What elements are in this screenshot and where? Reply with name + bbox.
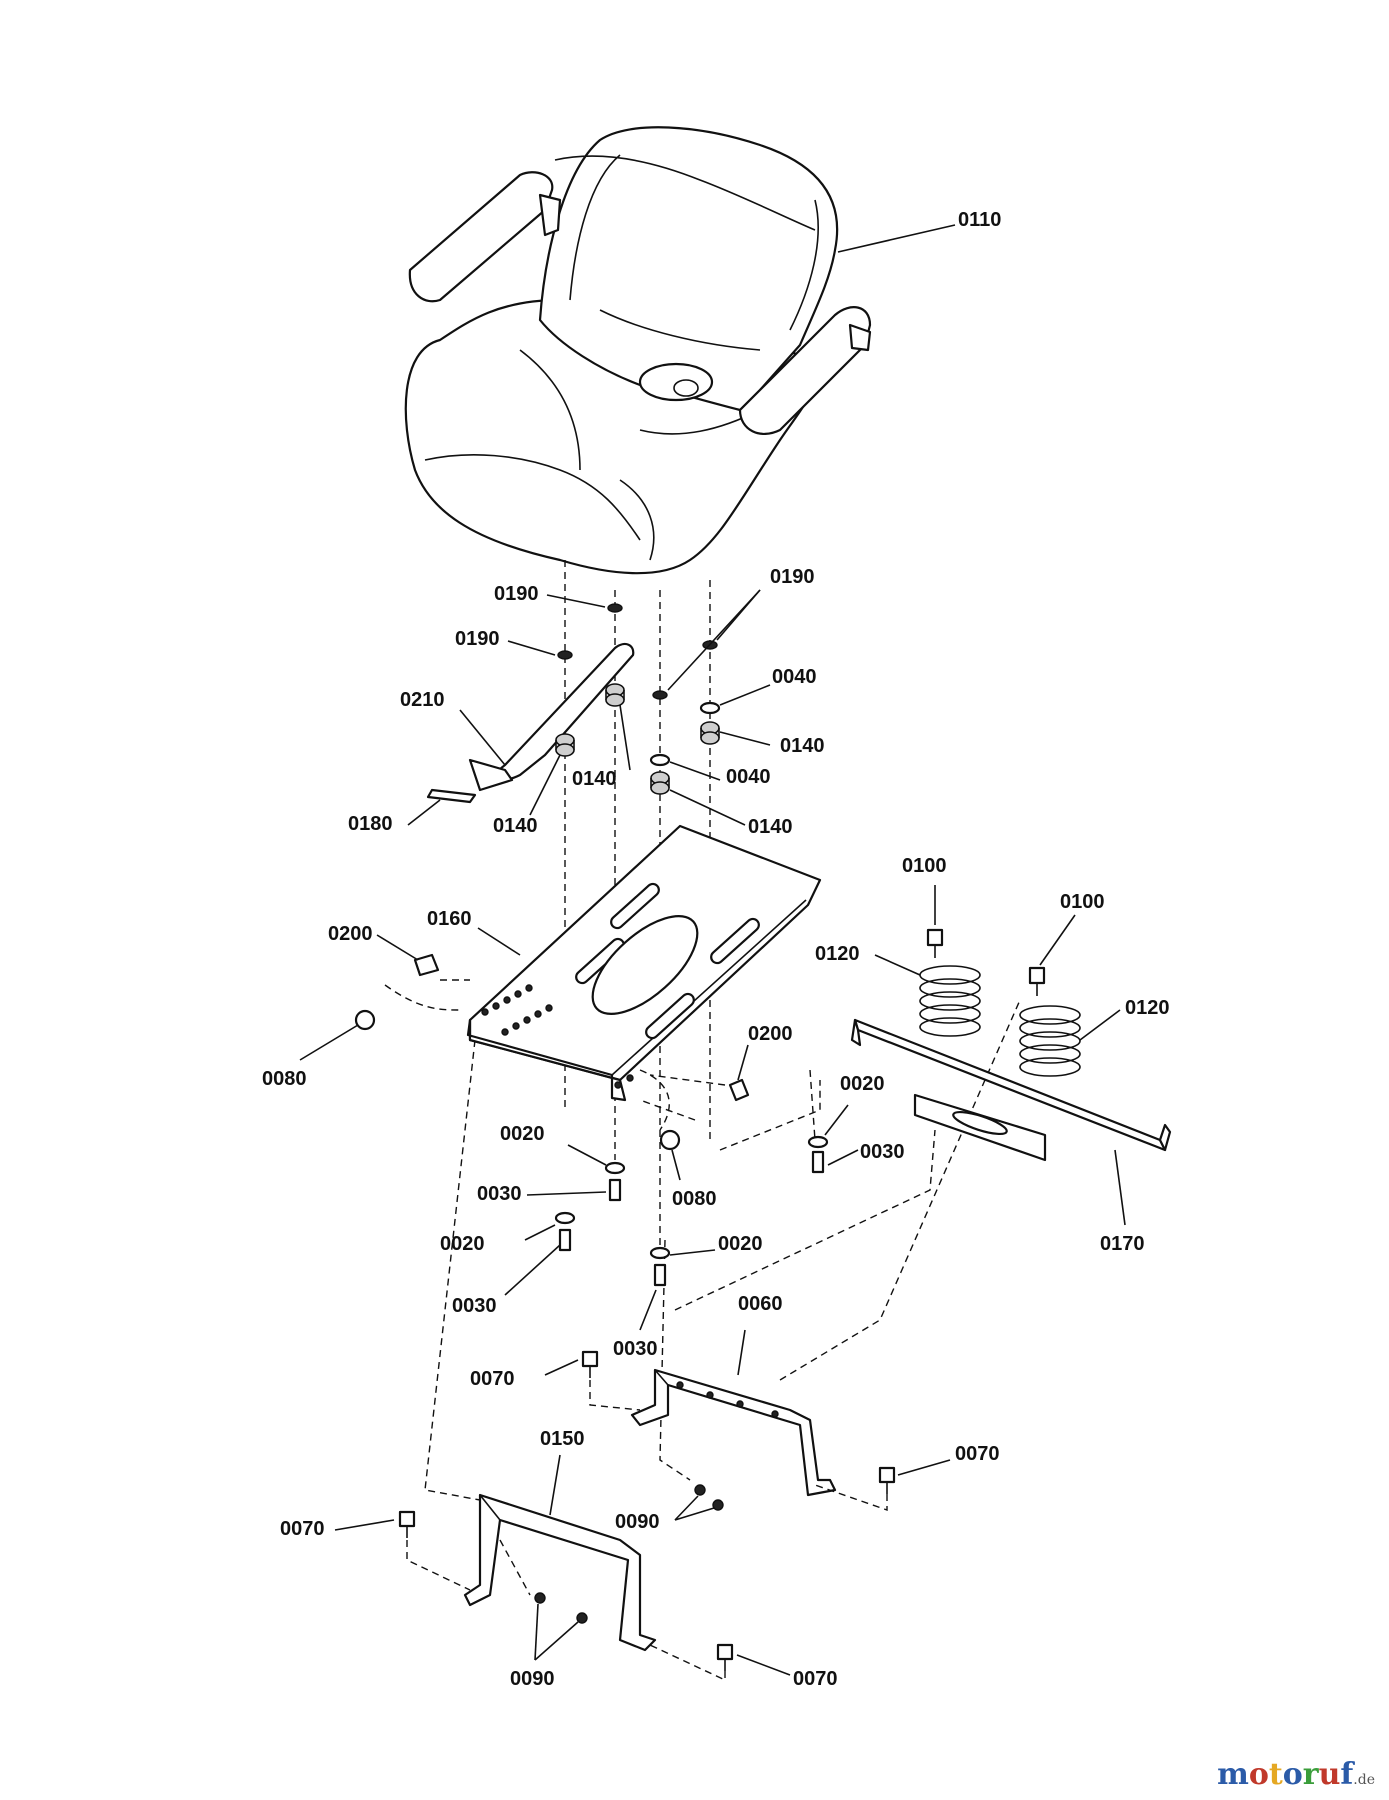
callout-0030-a: 0030 <box>477 1183 522 1205</box>
upper-hardware: 0190 0190 0190 0210 0040 0140 0140 0040 … <box>348 566 825 838</box>
callout-0020-c: 0020 <box>840 1073 885 1095</box>
callout-0030-b: 0030 <box>452 1295 497 1317</box>
callout-0180: 0180 <box>348 813 393 835</box>
callout-0110: 0110 <box>958 209 1001 231</box>
watermark-letter: f <box>1340 1757 1354 1792</box>
callout-0090-b: 0090 <box>510 1668 555 1690</box>
callout-0040-b: 0040 <box>726 766 771 788</box>
callout-0070-c: 0070 <box>280 1518 325 1540</box>
callout-0160: 0160 <box>427 908 472 930</box>
spring-rail: 0100 0100 0120 0120 0170 <box>815 855 1172 1255</box>
callout-0080-a: 0080 <box>262 1068 307 1090</box>
callout-0070-a: 0070 <box>470 1368 515 1390</box>
callout-0030-d: 0030 <box>613 1338 658 1360</box>
watermark-letter: o <box>1248 1757 1269 1792</box>
watermark-letter: t <box>1268 1757 1283 1792</box>
callout-0120-a: 0120 <box>815 943 860 965</box>
callout-0030-c: 0030 <box>860 1141 905 1163</box>
callout-0190-b: 0190 <box>455 628 500 650</box>
callout-0200-b: 0200 <box>748 1023 793 1045</box>
watermark-letter: m <box>1217 1757 1249 1792</box>
callout-0190-c: 0190 <box>770 566 815 588</box>
callout-0020-a: 0020 <box>500 1123 545 1145</box>
callout-0140-a: 0140 <box>780 735 825 757</box>
seat-assembly: 0110 <box>404 126 1001 575</box>
callout-0070-b: 0070 <box>955 1443 1000 1465</box>
callout-0140-b: 0140 <box>572 768 617 790</box>
watermark-suffix: .de <box>1353 1772 1375 1788</box>
callout-0120-b: 0120 <box>1125 997 1170 1019</box>
callout-0060: 0060 <box>738 1293 783 1315</box>
callout-0070-d: 0070 <box>793 1668 838 1690</box>
callout-0090-a: 0090 <box>615 1511 660 1533</box>
watermark-letter: r <box>1302 1757 1319 1792</box>
watermark-logo: motoruf.de <box>1217 1757 1375 1792</box>
front-bracket: 0150 0070 0090 0070 <box>280 1428 838 1690</box>
watermark-letter: o <box>1282 1757 1303 1792</box>
callout-0170: 0170 <box>1100 1233 1145 1255</box>
rear-bracket: 0060 0070 0070 0090 <box>470 1293 1000 1533</box>
callout-0100-a: 0100 <box>902 855 947 877</box>
callout-0080-b: 0080 <box>672 1188 717 1210</box>
callout-0020-b: 0020 <box>440 1233 485 1255</box>
callout-0190-a: 0190 <box>494 583 539 605</box>
callout-0150: 0150 <box>540 1428 585 1450</box>
mounting-bolts: 0020 0030 0020 0030 0020 0030 0020 0030 <box>440 1073 905 1360</box>
callout-0200-a: 0200 <box>328 923 373 945</box>
callout-0020-d: 0020 <box>718 1233 763 1255</box>
callout-0210: 0210 <box>400 689 445 711</box>
callout-0140-c: 0140 <box>493 815 538 837</box>
callout-0100-b: 0100 <box>1060 891 1105 913</box>
watermark-letter: u <box>1318 1757 1341 1792</box>
seat-plate: 0200 0160 0080 0200 0080 <box>262 824 822 1210</box>
callout-0040-a: 0040 <box>772 666 817 688</box>
callout-0140-d: 0140 <box>748 816 793 838</box>
